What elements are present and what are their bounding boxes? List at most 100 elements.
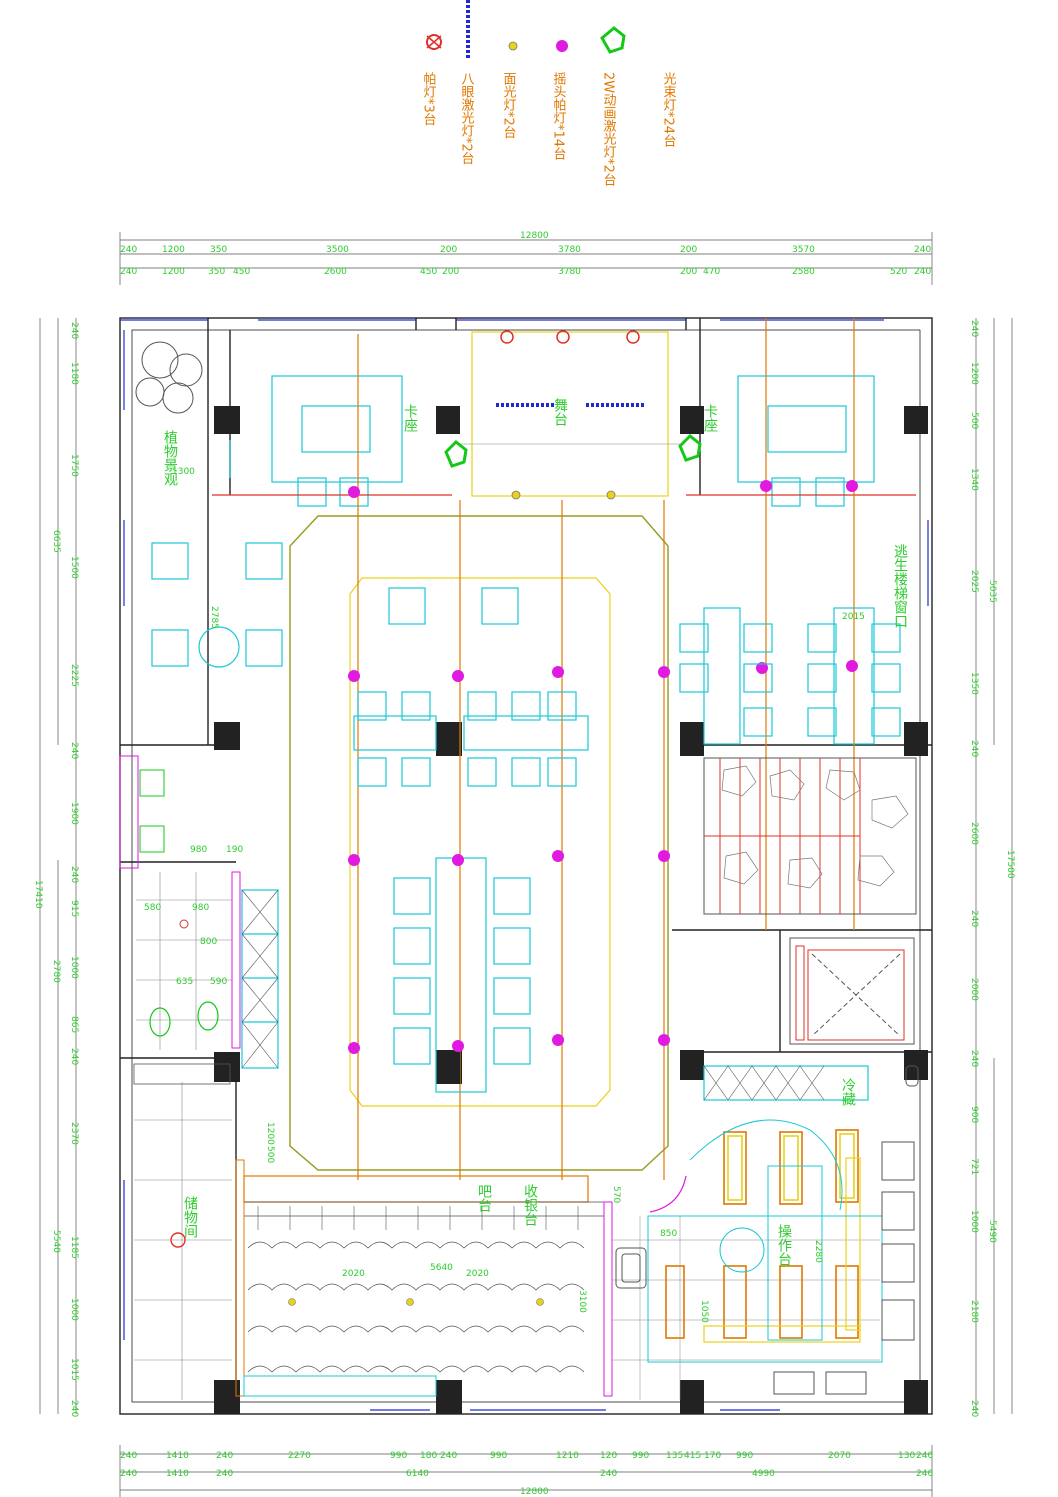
svg-text:1350: 1350 (969, 672, 979, 695)
main-floor (289, 318, 858, 1180)
svg-text:500: 500 (969, 412, 979, 429)
svg-text:990: 990 (632, 1451, 649, 1461)
svg-text:590: 590 (210, 977, 227, 987)
legend-label-par: 帕灯*3台 (421, 72, 437, 126)
svg-text:2600: 2600 (324, 267, 347, 277)
svg-text:850: 850 (660, 1229, 677, 1239)
svg-text:1410: 1410 (166, 1451, 189, 1461)
svg-text:5540: 5540 (51, 1230, 61, 1253)
legend-label-moving-head: 摇头帕灯*14台 (551, 72, 567, 160)
svg-text:5490: 5490 (987, 1220, 997, 1243)
booth-left (229, 375, 403, 507)
svg-text:990: 990 (390, 1451, 407, 1461)
svg-text:1750: 1750 (69, 454, 79, 477)
svg-text:240: 240 (69, 1048, 79, 1065)
svg-text:2180: 2180 (969, 1300, 979, 1323)
svg-text:990: 990 (736, 1451, 753, 1461)
svg-text:1050: 1050 (699, 1300, 709, 1323)
svg-text:415: 415 (684, 1451, 701, 1461)
checker-side (845, 1157, 861, 1331)
svg-text:1200: 1200 (969, 362, 979, 385)
operating-door-arc (649, 1175, 687, 1213)
svg-text:2580: 2580 (792, 267, 815, 277)
operating-outlines (647, 1119, 883, 1363)
svg-text:240: 240 (969, 740, 979, 757)
left-dimensions (39, 318, 77, 1414)
svg-text:135: 135 (666, 1451, 683, 1461)
stage-label: 舞台 (552, 398, 568, 426)
svg-text:900: 900 (969, 1106, 979, 1123)
moving-head-lights (348, 480, 858, 1054)
svg-text:350: 350 (210, 245, 227, 255)
floor-drain-icon (179, 919, 189, 929)
plant-landscape: 植物景观 (135, 341, 203, 487)
svg-text:1180: 1180 (69, 362, 79, 385)
svg-text:240: 240 (120, 245, 137, 255)
top-dimensions (119, 232, 933, 285)
svg-text:240: 240 (969, 1400, 979, 1417)
right-seating (679, 607, 901, 745)
svg-text:2070: 2070 (828, 1451, 851, 1461)
svg-text:1340: 1340 (969, 468, 979, 491)
svg-text:240: 240 (440, 1451, 457, 1461)
left-shelves (241, 889, 279, 1069)
right-dimensions (975, 318, 1013, 1414)
sink (615, 1247, 647, 1289)
svg-text:170: 170 (704, 1451, 721, 1461)
svg-text:1210: 1210 (556, 1451, 579, 1461)
svg-text:3100: 3100 (577, 1290, 587, 1313)
svg-text:240: 240 (120, 1451, 137, 1461)
svg-text:500: 500 (265, 1146, 275, 1163)
svg-text:865: 865 (69, 1016, 79, 1033)
plant-icon (135, 341, 203, 414)
storage-room: 储物间 (133, 1063, 232, 1400)
svg-text:2225: 2225 (69, 664, 79, 687)
receiving-label: 收银台 (522, 1184, 538, 1226)
inner-dims: 1300 2785 980 190 580 980 800 635 590 12… (144, 467, 865, 1323)
svg-text:450: 450 (420, 267, 437, 277)
svg-text:721: 721 (969, 1158, 979, 1175)
bar-area: 吧台 收银台 (235, 1159, 613, 1397)
stage: 舞台 (444, 330, 702, 500)
svg-text:1000: 1000 (69, 956, 79, 979)
work-benches (665, 1129, 859, 1339)
svg-text:2280: 2280 (813, 1240, 823, 1263)
stone-stair-area (703, 757, 917, 915)
svg-text:200: 200 (680, 267, 697, 277)
moving-head-par-icon (556, 40, 568, 52)
bar-label: 吧台 (476, 1184, 492, 1212)
legend-label-eight-eye: 八眼激光灯*2台 (459, 72, 475, 165)
svg-text:2015: 2015 (842, 612, 865, 622)
svg-text:240: 240 (916, 1469, 933, 1479)
svg-text:240: 240 (969, 1050, 979, 1067)
svg-text:2020: 2020 (342, 1269, 365, 1279)
dim-bottom-total: 12800 (520, 1487, 549, 1497)
dining-sets (353, 587, 589, 1093)
svg-text:980: 980 (190, 845, 207, 855)
svg-text:580: 580 (144, 903, 161, 913)
animation-laser-right (678, 433, 702, 462)
toilet-icons (149, 1001, 219, 1037)
svg-text:3780: 3780 (558, 245, 581, 255)
face-light-1 (511, 490, 521, 500)
restroom-area (119, 755, 241, 1050)
svg-text:240: 240 (600, 1469, 617, 1479)
booth-right-label: 卡座 (702, 404, 718, 433)
bar-counter-ribs (257, 1206, 579, 1230)
animation-laser-icon (600, 26, 626, 54)
svg-text:240: 240 (120, 1469, 137, 1479)
svg-text:2780: 2780 (51, 960, 61, 983)
face-light-2 (606, 490, 616, 500)
center-column (438, 1052, 460, 1084)
svg-text:240: 240 (916, 1451, 933, 1461)
svg-text:470: 470 (703, 267, 720, 277)
operating-area: 操作台 冷藏 (612, 1065, 919, 1400)
svg-text:5035: 5035 (987, 580, 997, 603)
operating-label: 操作台 (776, 1224, 792, 1266)
svg-text:350: 350 (208, 267, 225, 277)
booth-right (737, 375, 875, 507)
svg-text:800: 800 (200, 937, 217, 947)
legend-label-face: 面光灯*2台 (501, 72, 517, 139)
stage-par-lights (500, 330, 640, 344)
bottom-dimensions (119, 1445, 933, 1497)
